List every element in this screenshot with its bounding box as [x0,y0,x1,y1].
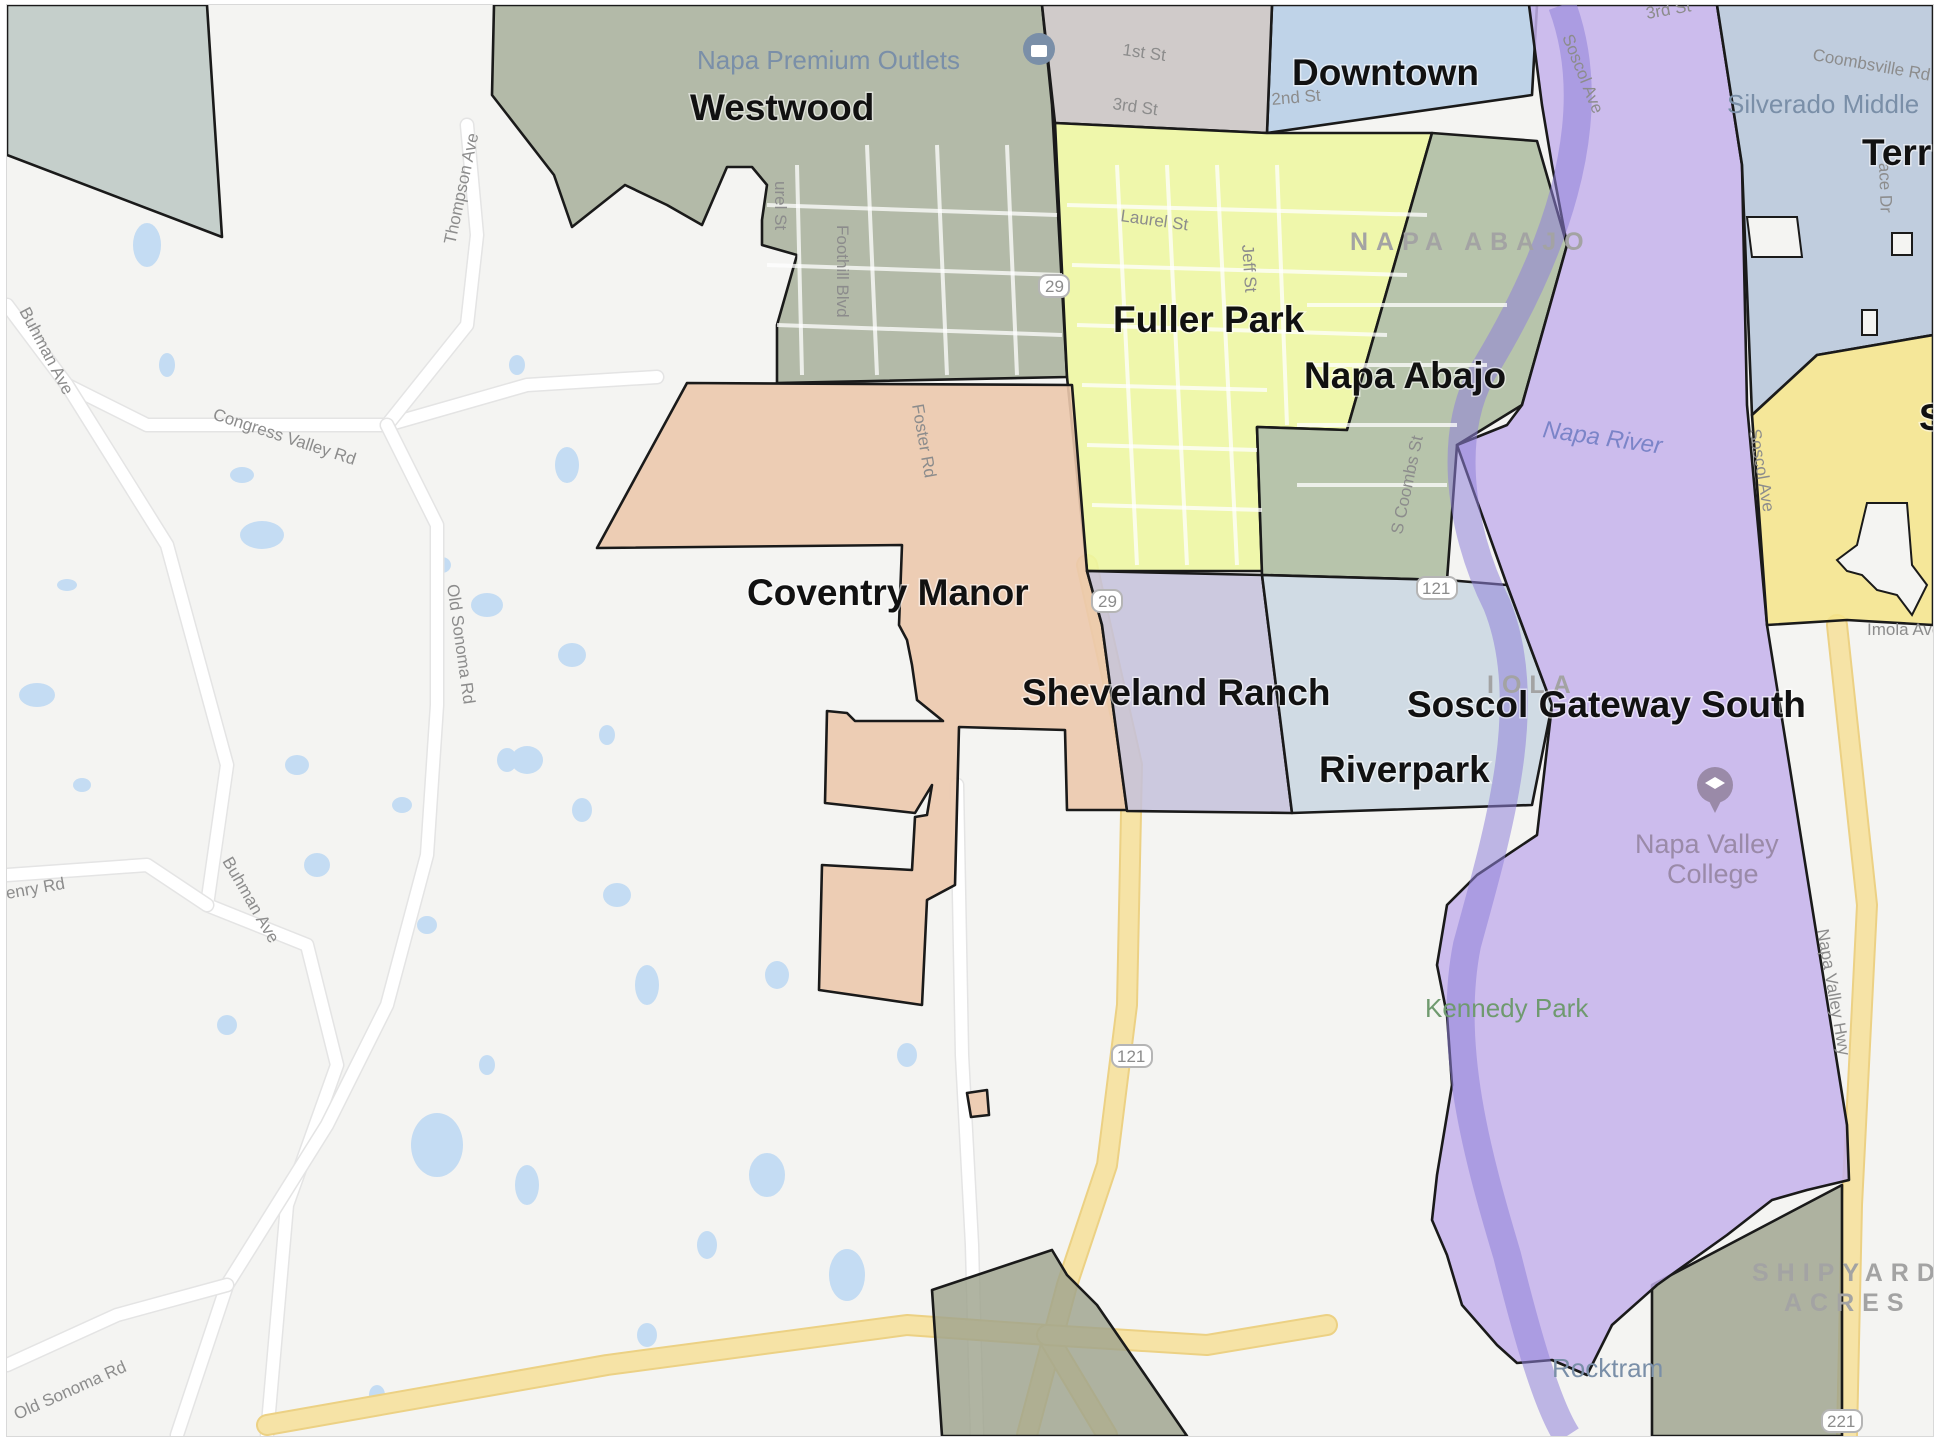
label-fuller-park[interactable]: Fuller Park [1112,298,1307,342]
area-napa-abajo: NAPA ABAJO [1350,228,1592,256]
shopping-bag-icon [1023,33,1055,65]
region-coventry-manor[interactable] [595,381,1129,1007]
label-riverpark[interactable]: Riverpark [1318,748,1492,792]
street-congress-valley-rd: Congress Valley Rd [211,405,359,469]
street-imola-ave: Imola Ave [1867,620,1933,639]
street-2nd-st: 2nd St [1271,86,1322,109]
region-labels: Westwood Downtown Terr Fuller Park Napa … [689,51,1934,792]
terr-parcel-3 [1861,309,1878,336]
route-221-shield: 221 [1827,1412,1855,1431]
street-jefferson-st: Jeff St [1238,244,1260,293]
poi-rocktram: Rocktram [1552,1353,1663,1383]
graduation-cap-icon [1697,767,1733,813]
poi-napa-valley-college-line2: College [1667,859,1759,889]
route-121-shield-a: 121 [1422,579,1450,598]
area-shipyard-acres-line2: ACRES [1784,1289,1912,1317]
area-imola: IOLA [1487,671,1579,699]
poi-napa-premium-outlets: Napa Premium Outlets [697,45,960,75]
street-foothill-blvd: Foothill Blvd [833,225,852,318]
park-kennedy-park: Kennedy Park [1425,993,1589,1023]
street-terrace-dr: ace Dr [1875,162,1896,213]
label-terr[interactable]: Terr [1861,131,1933,175]
terr-parcel-1 [1745,216,1804,258]
street-buhman-ave-top: Buhman Ave [15,304,77,398]
water-features [19,223,917,1405]
label-westwood[interactable]: Westwood [689,86,876,130]
label-napa-abajo[interactable]: Napa Abajo [1303,354,1508,398]
map-view[interactable]: 29 29 121 121 221 1st St 3rd St 2nd St L… [6,4,1934,1437]
street-old-sonoma-rd-bottom: Old Sonoma Rd [11,1357,129,1424]
region-top-left-tint [7,5,224,239]
street-buhman-ave-bottom: Buhman Ave [219,854,284,947]
area-shipyard-acres-line1: SHIPYARD [1752,1259,1933,1287]
street-labels: 1st St 3rd St 2nd St Laurel St urel St F… [7,5,1933,1424]
route-29-shield-a: 29 [1045,277,1064,296]
highway-shields: 29 29 121 121 221 [1038,274,1863,1433]
street-grid [766,144,1507,566]
label-s[interactable]: S [1918,396,1934,440]
route-29-shield-b: 29 [1098,592,1117,611]
place-labels: Napa Premium Outlets NAPA ABAJO IOLA Sil… [697,33,1933,1383]
poi-napa-valley-college-line1: Napa Valley [1635,829,1779,859]
label-downtown[interactable]: Downtown [1291,51,1481,95]
region-small-parcel [965,1088,991,1119]
street-laurel-st-west: urel St [771,181,790,230]
label-soscol-gateway-south[interactable]: Soscol Gateway South [1406,683,1808,727]
poi-silverado-middle: Silverado Middle [1727,89,1919,119]
napa-river-channel [1446,5,1592,1436]
label-sheveland-ranch[interactable]: Sheveland Ranch [1021,671,1332,715]
terr-parcel-2 [1891,232,1913,256]
route-121-shield-b: 121 [1117,1047,1145,1066]
region-sheveland-ranch[interactable] [1085,569,1294,815]
label-coventry-manor[interactable]: Coventry Manor [746,571,1031,615]
map-canvas: 29 29 121 121 221 1st St 3rd St 2nd St L… [7,5,1933,1436]
region-bottom-olive-right [1650,1183,1844,1436]
region-bottom-olive-left [930,1248,1189,1436]
region-s-cutout [1835,502,1929,617]
